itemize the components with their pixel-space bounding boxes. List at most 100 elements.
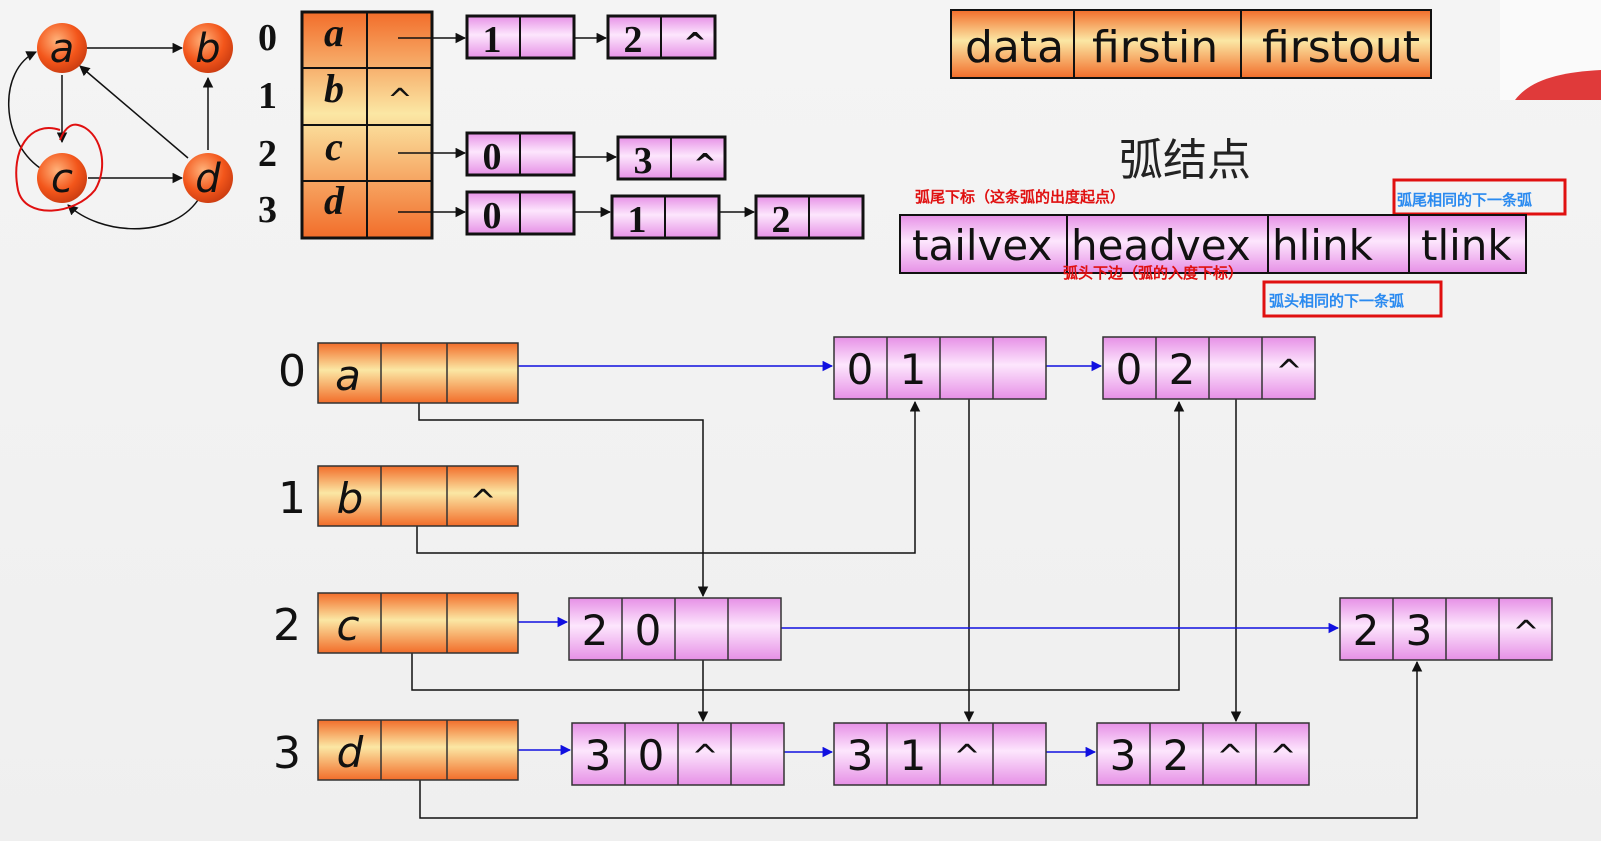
- null-mark: ^: [683, 26, 706, 59]
- edge-node: 2 ^: [606, 14, 717, 61]
- vertex-data: c: [336, 601, 359, 650]
- vertex-node-format: data firstin firstout: [950, 9, 1432, 79]
- arc-node-format: 弧结点 弧尾下标（这条弧的出度起点） 弧尾相同的下一条弧 tailvex hea…: [899, 135, 1567, 318]
- adjacency-indices: 0 1 2 3: [258, 17, 277, 231]
- field-tailvex: tailvex: [912, 221, 1052, 270]
- arc-node-2-3: 2 3 ^: [1339, 597, 1553, 661]
- node-label: a: [50, 26, 75, 72]
- row-index: 1: [258, 75, 277, 117]
- arc-node-0-1: 0 1: [833, 336, 1047, 400]
- orthogonal-tlink-pointers: [484, 360, 1340, 758]
- adjacency-list: 0 1 2 3 a b c d ^: [258, 10, 865, 241]
- field-firstin: firstin: [1092, 22, 1218, 73]
- orthogonal-indices: 0 1 2 3: [273, 346, 306, 779]
- arc-headvex: 0: [638, 731, 665, 780]
- edge-node-value: 1: [628, 199, 647, 241]
- row-index: 3: [258, 189, 277, 231]
- vertex-cell: a: [324, 10, 344, 55]
- edge-node: 1: [465, 14, 576, 61]
- graph-node-b: b: [183, 23, 233, 73]
- arc-node-title: 弧结点: [1119, 135, 1251, 186]
- arc-node-3-0: 3 0 ^: [571, 722, 785, 786]
- node-label: b: [195, 26, 220, 72]
- row-index: 2: [273, 600, 301, 651]
- presenter-corner-shape: [1515, 70, 1601, 100]
- note-tlink: 弧尾相同的下一条弧: [1397, 191, 1532, 209]
- node-label: d: [195, 156, 221, 202]
- row-index: 0: [258, 17, 277, 59]
- arc-tailvex: 3: [585, 731, 612, 780]
- vertex-data: d: [337, 728, 364, 777]
- arc-headvex: 0: [635, 606, 662, 655]
- vertex-node-d: d: [317, 719, 519, 781]
- row-index: 1: [278, 473, 306, 524]
- arc-headvex: 1: [900, 345, 927, 394]
- edge-node-value: 0: [483, 136, 502, 178]
- adjacency-edge-nodes: 1 2 ^ 0 3 ^ 0 1: [465, 14, 865, 241]
- arc-node-3-1: 3 1 ^: [833, 722, 1047, 786]
- arc-tlink: ^: [1276, 352, 1303, 390]
- arc-hlink: ^: [954, 737, 981, 775]
- edge-node: 2: [754, 194, 865, 241]
- note-hlink: 弧头相同的下一条弧: [1269, 292, 1404, 310]
- orthogonal-connectors: [411, 376, 1423, 819]
- vertex-cell: d: [324, 178, 345, 223]
- red-circle-mark: [15, 123, 104, 212]
- edge-c-a: [8, 51, 41, 169]
- edge-node-value: 3: [634, 140, 653, 182]
- graph-node-d: d: [183, 153, 233, 203]
- arc-headvex: 2: [1163, 731, 1190, 780]
- arc-node-0-2: 0 2 ^: [1102, 336, 1316, 400]
- null-mark: ^: [470, 482, 497, 520]
- vertex-cell: c: [325, 124, 343, 169]
- vertex-data: a: [335, 351, 361, 400]
- note-headvex: 弧头下边（弧的入度下标）: [1063, 264, 1243, 282]
- directed-graph: a b c d: [8, 23, 233, 230]
- null-mark: ^: [387, 83, 412, 118]
- arc-headvex: 2: [1169, 345, 1196, 394]
- edge-node: 0: [465, 190, 576, 237]
- edge-node: 1: [610, 194, 721, 241]
- orthogonal-vertex-nodes: a b ^ c d: [317, 342, 519, 781]
- vertex-cell: b: [324, 66, 344, 111]
- arc-tailvex: 3: [847, 731, 874, 780]
- edge-node-value: 2: [772, 199, 791, 241]
- arc-hlink: ^: [1217, 737, 1244, 775]
- arc-headvex: 1: [900, 731, 927, 780]
- note-tailvex: 弧尾下标（这条弧的出度起点）: [915, 188, 1125, 206]
- vertex-data: b: [337, 474, 364, 523]
- arc-tailvex: 2: [582, 606, 609, 655]
- edge-d-c: [67, 199, 199, 230]
- arc-node-3-2: 3 2 ^ ^: [1096, 722, 1310, 786]
- field-firstout: firstout: [1262, 22, 1420, 73]
- row-index: 0: [278, 346, 306, 397]
- arc-tailvex: 0: [1116, 345, 1143, 394]
- graph-edges: [8, 42, 214, 230]
- edge-node-value: 1: [483, 19, 502, 61]
- arc-hlink: ^: [692, 737, 719, 775]
- arc-tailvex: 3: [1110, 731, 1137, 780]
- graph-node-a: a: [37, 23, 87, 73]
- edge-node-value: 0: [483, 195, 502, 237]
- adjacency-pointers: [398, 32, 756, 218]
- edge-node: 3 ^: [616, 135, 727, 182]
- graph-node-c: c: [37, 153, 87, 203]
- arc-node-2-0: 2 0: [568, 597, 782, 661]
- row-index: 2: [258, 133, 277, 175]
- arc-tlink: ^: [1270, 737, 1297, 775]
- null-mark: ^: [693, 147, 716, 180]
- edge-node-value: 2: [624, 19, 643, 61]
- orthogonal-arc-nodes: 0 1 0 2 ^ 2 0: [568, 336, 1553, 786]
- row-index: 3: [273, 728, 301, 779]
- field-hlink: hlink: [1272, 221, 1374, 270]
- vertex-node-c: c: [317, 592, 519, 654]
- node-label: c: [51, 156, 73, 202]
- orthogonal-list: 0 1 2 3 a b ^ c: [273, 336, 1553, 819]
- arc-tailvex: 0: [847, 345, 874, 394]
- field-tlink: tlink: [1421, 221, 1512, 270]
- arc-headvex: 3: [1406, 606, 1433, 655]
- edge-node: 0: [465, 131, 576, 178]
- adjacency-vertex-table: a b c d ^: [300, 10, 434, 240]
- arc-tlink: ^: [1513, 613, 1540, 651]
